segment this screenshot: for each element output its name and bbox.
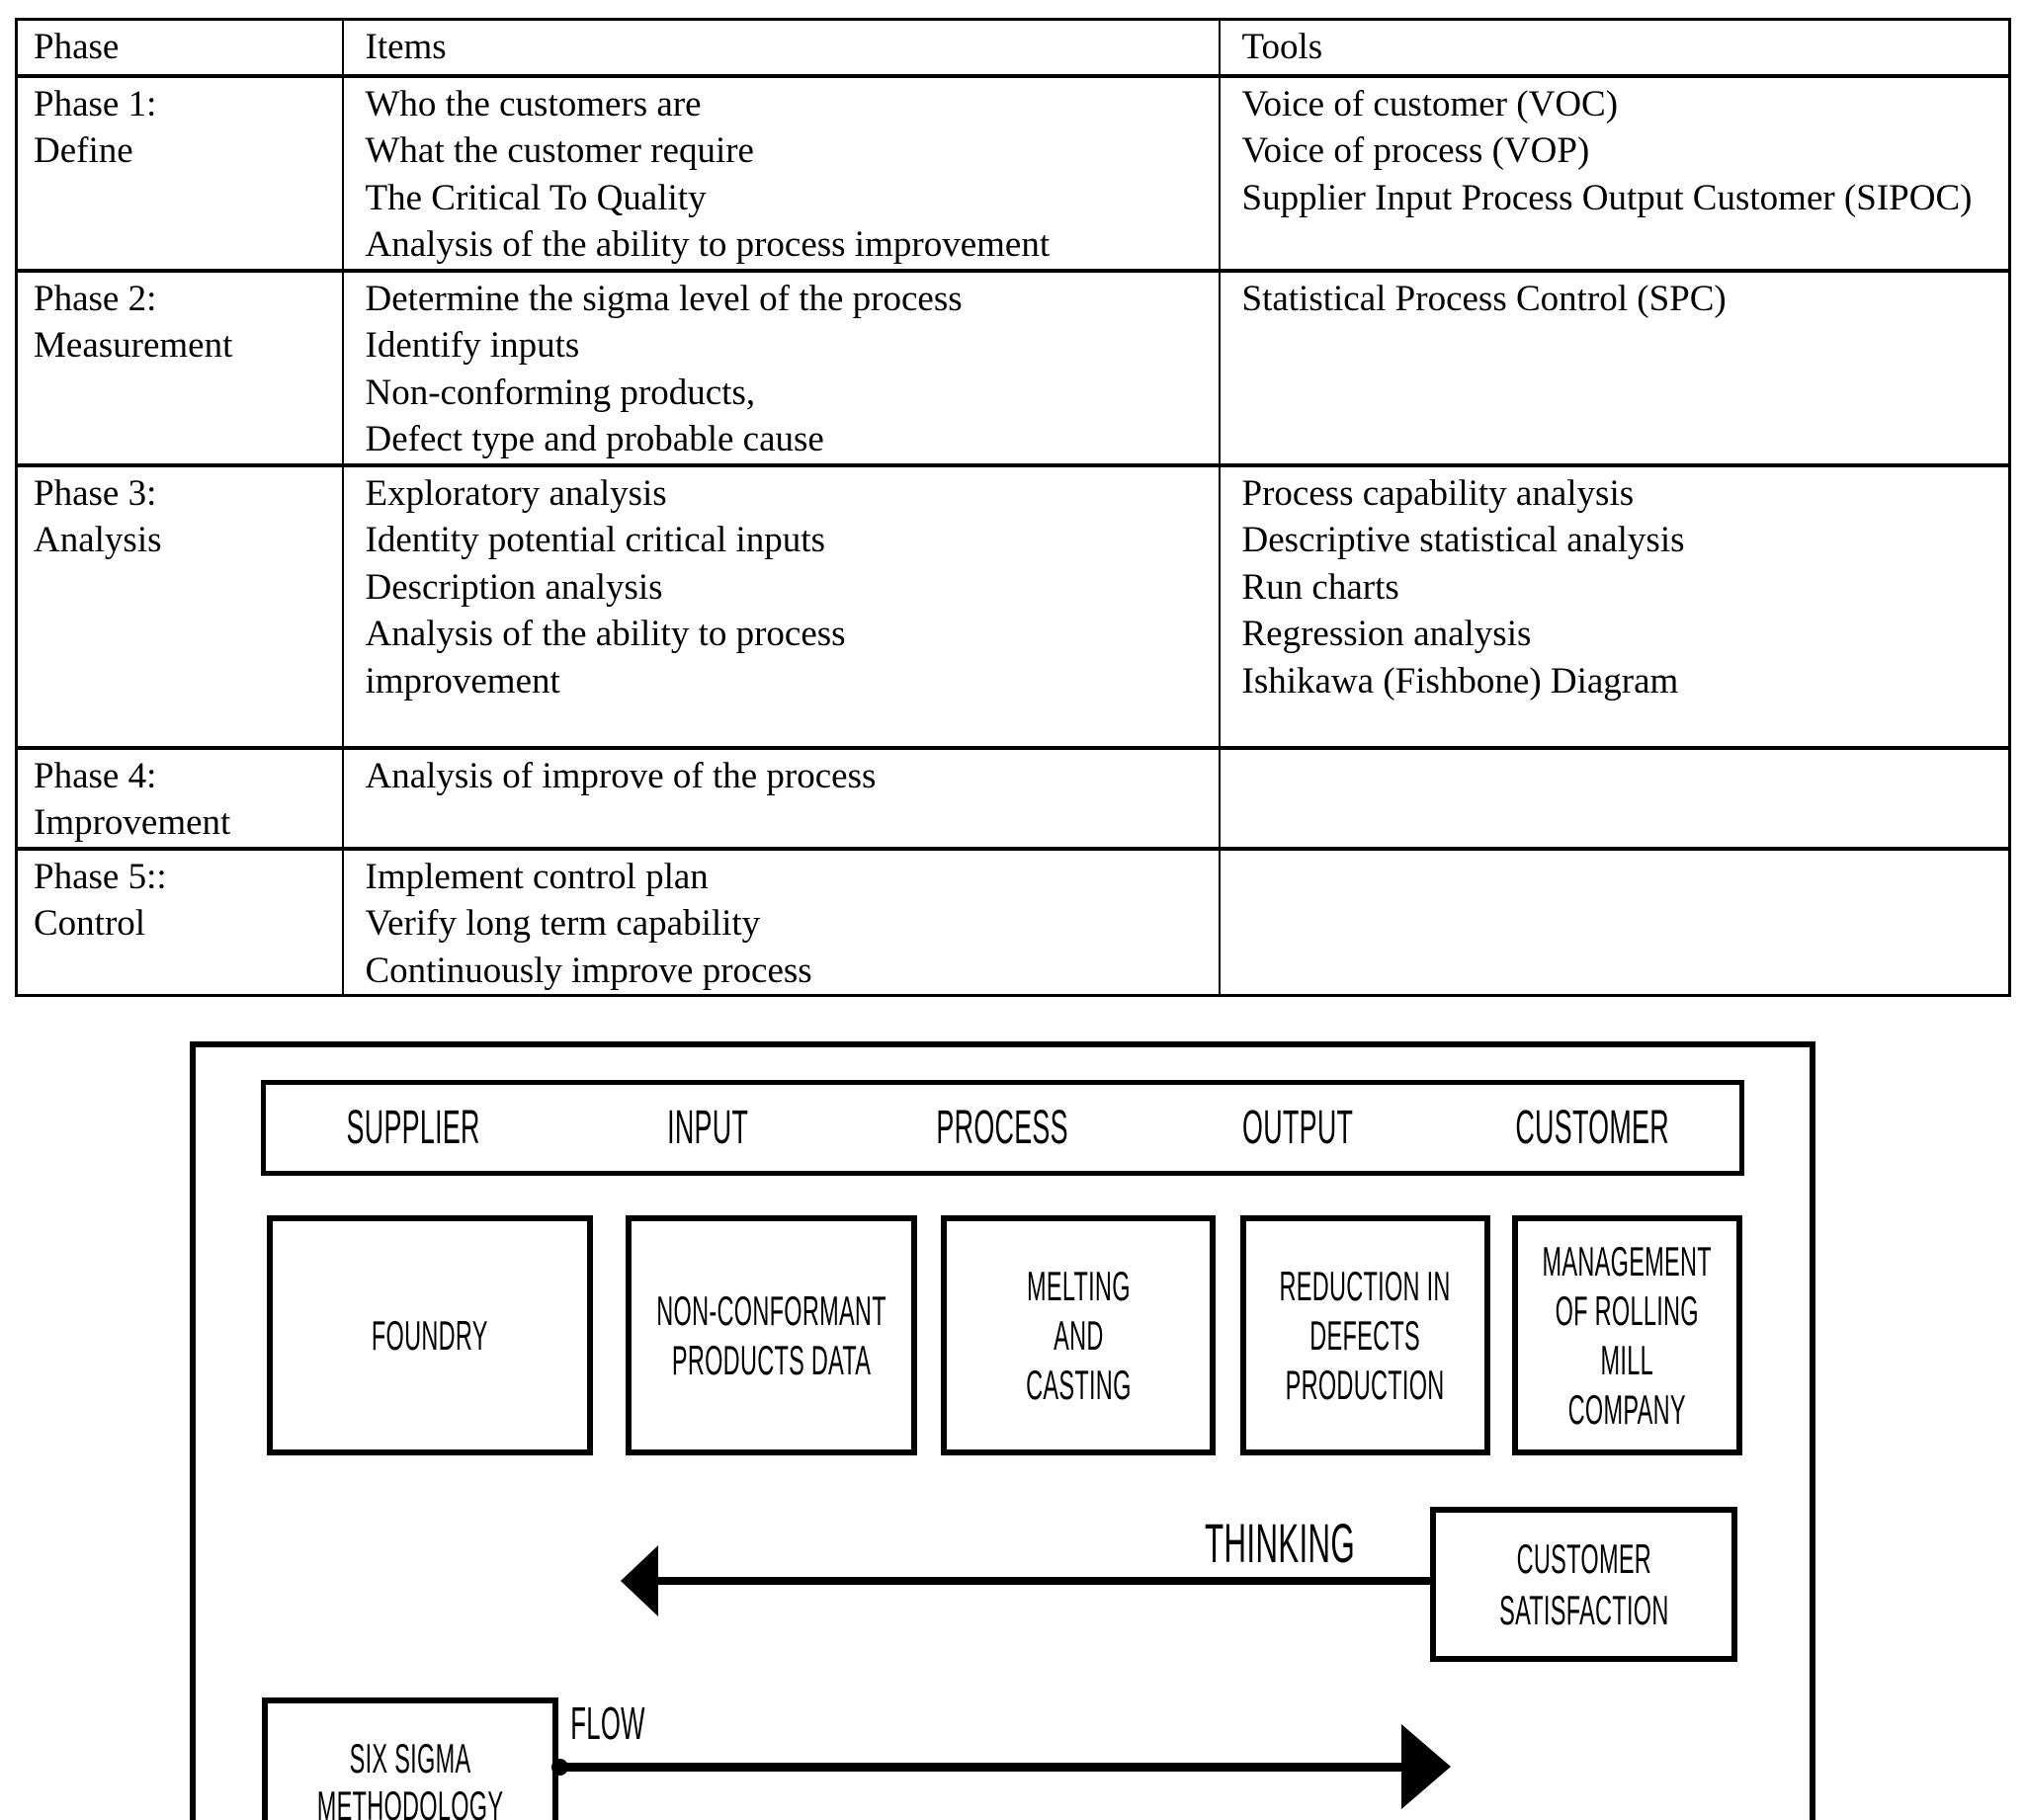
tools-cell	[1218, 846, 2010, 996]
sipoc-header-label: PROCESS	[936, 1102, 1069, 1154]
phase-cell: Phase 3: Analysis	[16, 462, 343, 748]
column-header-items: Items	[341, 19, 1220, 76]
dmaic-phases-table: Phase Items Tools Phase 1: Define Who th…	[15, 18, 2011, 997]
sipoc-header-customer: CUSTOMER	[1445, 1085, 1739, 1171]
left-arrowhead-icon	[621, 1545, 658, 1616]
table-row-phase-4: Phase 4: Improvement Analysis of improve…	[16, 745, 2010, 849]
right-arrowhead-icon	[1401, 1724, 1451, 1809]
customer-box-management-of-rolling-mill-company: MANAGEMENT OF ROLLING MILL COMPANY	[1512, 1215, 1742, 1455]
tools-cell	[1218, 745, 2010, 849]
items-cell: Implement control plan Verify long term …	[341, 846, 1220, 996]
process-box-melting-and-casting: MELTING AND CASTING	[941, 1215, 1216, 1455]
items-cell: Exploratory analysis Identity potential …	[341, 462, 1220, 748]
box-label: CUSTOMER SATISFACTION	[1498, 1534, 1669, 1633]
sipoc-header-process: PROCESS	[855, 1085, 1149, 1171]
tools-cell: Voice of customer (VOC) Voice of process…	[1218, 73, 2010, 271]
items-cell: Who the customers are What the customer …	[341, 73, 1220, 271]
items-cell: Analysis of improve of the process	[341, 745, 1220, 849]
box-label: MELTING AND CASTING	[1025, 1262, 1132, 1408]
tools-cell: Statistical Process Control (SPC)	[1218, 268, 2010, 465]
thinking-arrow-line	[656, 1577, 1430, 1585]
items-cell: Determine the sigma level of the process…	[341, 268, 1220, 465]
tools-cell: Process capability analysis Descriptive …	[1218, 462, 2010, 748]
output-box-reduction-in-defects-production: REDUCTION IN DEFECTS PRODUCTION	[1240, 1215, 1490, 1455]
sipoc-header-label: SUPPLIER	[346, 1102, 480, 1154]
box-label: SIX SIGMA METHODOLOGY	[316, 1735, 504, 1820]
table-row-phase-2: Phase 2: Measurement Determine the sigma…	[16, 268, 2010, 465]
box-label: FOUNDRY	[372, 1311, 488, 1359]
table-row-phase-5: Phase 5:: Control Implement control plan…	[16, 846, 2010, 996]
sipoc-header-output: OUTPUT	[1150, 1085, 1445, 1171]
sipoc-header-label: INPUT	[667, 1102, 749, 1154]
six-sigma-methodology-box: SIX SIGMA METHODOLOGY	[262, 1697, 558, 1820]
phase-cell: Phase 4: Improvement	[16, 745, 343, 849]
customer-satisfaction-box: CUSTOMER SATISFACTION	[1430, 1507, 1737, 1662]
table-header-row: Phase Items Tools	[17, 19, 2010, 76]
phase-cell: Phase 2: Measurement	[16, 268, 343, 465]
column-header-tools: Tools	[1218, 19, 2010, 76]
supplier-box-foundry: FOUNDRY	[267, 1215, 593, 1455]
box-label: NON-CONFORMANT PRODUCTS DATA	[656, 1286, 886, 1383]
sipoc-header-label: CUSTOMER	[1515, 1102, 1669, 1154]
flow-arrow-label: FLOW	[539, 1697, 677, 1749]
phase-cell: Phase 1: Define	[16, 73, 343, 271]
sipoc-header-label: OUTPUT	[1241, 1102, 1353, 1154]
box-label: REDUCTION IN DEFECTS PRODUCTION	[1279, 1262, 1452, 1408]
phase-cell: Phase 5:: Control	[16, 846, 343, 996]
flow-arrow-line	[559, 1763, 1403, 1772]
column-header-phase: Phase	[34, 27, 120, 67]
sipoc-header-supplier: SUPPLIER	[266, 1085, 560, 1171]
table-row-phase-3: Phase 3: Analysis Exploratory analysis I…	[16, 462, 2010, 748]
label-text: THINKING	[1204, 1512, 1356, 1574]
thinking-arrow-label: THINKING	[1137, 1514, 1423, 1573]
input-box-non-conformant-products-data: NON-CONFORMANT PRODUCTS DATA	[626, 1215, 917, 1455]
table-row-phase-1: Phase 1: Define Who the customers are Wh…	[16, 73, 2010, 271]
sipoc-header-bar: SUPPLIER INPUT PROCESS OUTPUT CUSTOMER	[261, 1080, 1744, 1176]
sipoc-header-input: INPUT	[560, 1085, 855, 1171]
label-text: FLOW	[570, 1697, 645, 1749]
box-label: MANAGEMENT OF ROLLING MILL COMPANY	[1542, 1237, 1713, 1433]
